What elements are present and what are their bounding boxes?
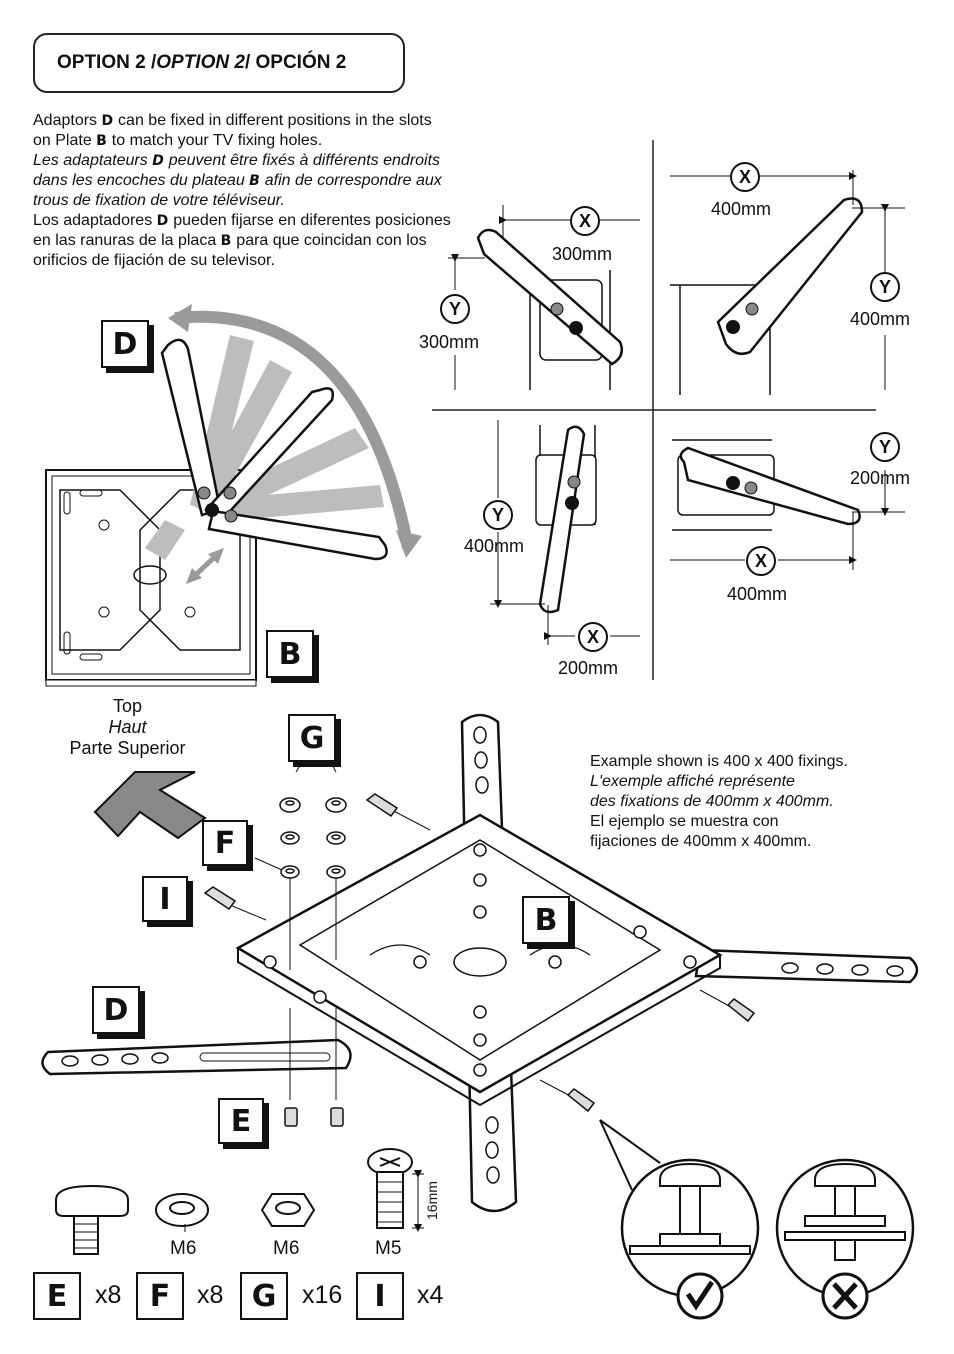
qty-f: x8 bbox=[197, 1281, 224, 1309]
option-title-fr: OPTION 2 bbox=[156, 52, 245, 73]
example-en: Example shown is 400 x 400 fixings. bbox=[590, 753, 848, 770]
part-f-size: M6 bbox=[170, 1238, 197, 1259]
parts-illustrations bbox=[55, 1148, 424, 1255]
x-marker-q2: X bbox=[730, 162, 760, 192]
option-title-es: / OPCIÓN 2 bbox=[244, 52, 347, 73]
dim-q3-x: 200mm bbox=[558, 658, 619, 678]
label-d-top: D bbox=[101, 320, 149, 368]
dim-q2-y: 400mm bbox=[850, 309, 911, 329]
y-marker-q1: Y bbox=[440, 294, 470, 324]
part-g-size: M6 bbox=[273, 1238, 300, 1259]
example-fr-1: L'exemple affiché représente bbox=[590, 773, 795, 790]
x-marker-q4: X bbox=[746, 546, 776, 576]
dim-q3-y: 400mm bbox=[464, 536, 525, 556]
top-label-fr: Haut bbox=[108, 717, 147, 737]
intro-en: Adaptors D can be fixed in different pos… bbox=[33, 112, 432, 149]
option-title-en: OPTION 2 / bbox=[57, 52, 157, 73]
part-i-length: 16mm bbox=[424, 1181, 440, 1220]
y-marker-q3: Y bbox=[483, 500, 513, 530]
top-direction-label: Top Haut Parte Superior bbox=[50, 696, 205, 759]
qty-label-i: I bbox=[356, 1272, 404, 1320]
plate-b-rotation-illustration bbox=[45, 304, 422, 687]
x-marker-q1: X bbox=[570, 206, 600, 236]
y-marker-q2: Y bbox=[870, 272, 900, 302]
qty-e: x8 bbox=[95, 1281, 122, 1309]
example-es-1: El ejemplo se muestra con bbox=[590, 813, 779, 830]
x-marker-q3: X bbox=[578, 622, 608, 652]
label-i: I bbox=[142, 876, 188, 922]
intro-text: Adaptors D can be fixed in different pos… bbox=[33, 111, 453, 271]
zoom-correct bbox=[620, 1158, 760, 1320]
quadrant-200x400 bbox=[490, 420, 640, 645]
label-b-main: B bbox=[522, 896, 570, 944]
qty-label-g: G bbox=[240, 1272, 288, 1320]
example-fr-2: des fixations de 400mm x 400mm. bbox=[590, 793, 834, 810]
top-direction-arrow bbox=[93, 771, 207, 840]
label-g: G bbox=[288, 714, 336, 762]
qty-label-e: E bbox=[33, 1272, 81, 1320]
dim-q1-y: 300mm bbox=[419, 332, 480, 352]
top-label-es: Parte Superior bbox=[69, 738, 186, 758]
label-d-main: D bbox=[92, 986, 140, 1034]
quadrant-400x200 bbox=[670, 439, 905, 570]
qty-g: x16 bbox=[302, 1281, 343, 1309]
quadrant-400x400 bbox=[670, 170, 905, 395]
zoom-wrong bbox=[775, 1158, 915, 1320]
dim-q1-x: 300mm bbox=[552, 244, 613, 264]
quadrant-300x300 bbox=[448, 205, 640, 390]
intro-fr: Les adaptateurs D peuvent être fixés à d… bbox=[33, 152, 442, 209]
dim-q4-y: 200mm bbox=[850, 468, 911, 488]
intro-es: Los adaptadores D pueden fijarse en dife… bbox=[33, 212, 451, 269]
example-note: Example shown is 400 x 400 fixings. L'ex… bbox=[590, 752, 910, 852]
label-e-main: E bbox=[218, 1098, 264, 1144]
option-title: OPTION 2 / OPTION 2 / OPCIÓN 2 bbox=[33, 33, 405, 93]
label-f: F bbox=[202, 820, 248, 866]
part-i-size: M5 bbox=[375, 1238, 402, 1259]
y-marker-q4: Y bbox=[870, 432, 900, 462]
dim-q2-x: 400mm bbox=[711, 199, 772, 219]
qty-i: x4 bbox=[417, 1281, 444, 1309]
label-b-top: B bbox=[266, 630, 314, 678]
main-assembly-illustration bbox=[41, 713, 919, 1213]
qty-label-f: F bbox=[136, 1272, 184, 1320]
dim-q4-x: 400mm bbox=[727, 584, 788, 604]
example-es-2: fijaciones de 400mm x 400mm. bbox=[590, 833, 812, 850]
top-label-en: Top bbox=[112, 696, 143, 716]
